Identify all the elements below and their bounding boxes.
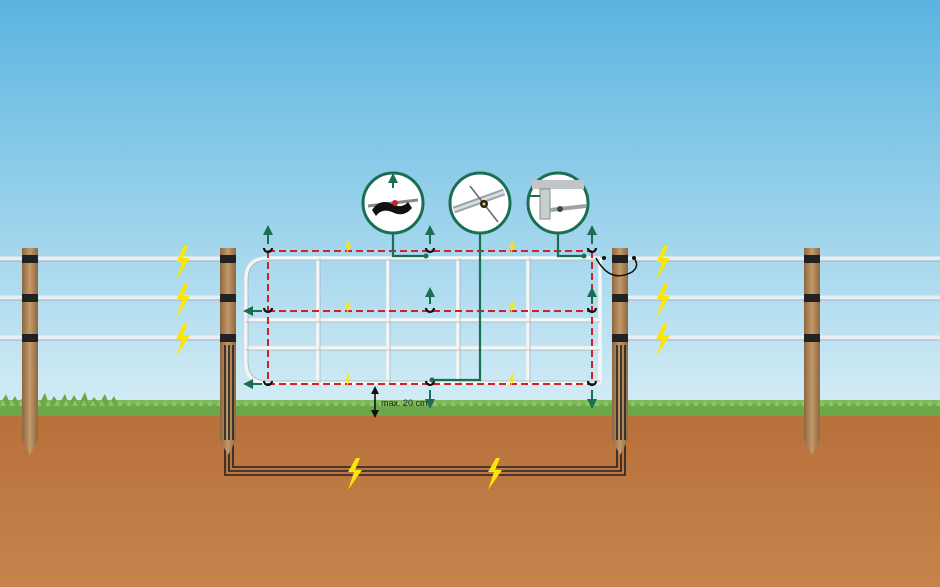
leader-dot-c	[581, 253, 587, 259]
fence-wires-right	[618, 256, 940, 341]
clearance-indicator: max. 20 cm	[371, 386, 428, 418]
detail-callout-1	[361, 171, 425, 235]
clearance-label: max. 20 cm	[381, 398, 428, 408]
hinge-cable-dot-b	[632, 256, 636, 260]
gate-handle-insulator-icon	[367, 173, 419, 216]
callout-leaders	[391, 232, 584, 382]
metal-gate-shade	[246, 258, 600, 383]
fence-post-far-right	[804, 248, 820, 455]
bolt-left-top	[176, 246, 190, 280]
fence-wires-right-shade	[618, 260, 940, 341]
bolt-left-bottom	[176, 323, 190, 357]
fence-bolts	[176, 246, 670, 357]
bolt-underground-right	[488, 458, 502, 490]
bolt-right-top	[656, 246, 670, 280]
metal-gate	[244, 256, 602, 385]
bolt-left-mid	[176, 284, 190, 318]
gate-hinge-connector-icon	[530, 180, 587, 220]
fence-post-far-left	[22, 248, 38, 455]
leader-dot-a	[423, 253, 429, 259]
detail-callout-3	[526, 171, 590, 235]
insulator-hooks	[262, 247, 598, 387]
cable-on-posts	[224, 345, 626, 440]
live-tape	[267, 250, 593, 385]
hinge-cable-dot-a	[602, 256, 606, 260]
detail-callout-2	[448, 171, 512, 235]
hinge-cable	[595, 257, 638, 277]
wire-connector-icon	[452, 185, 506, 223]
bolt-right-bottom	[656, 323, 670, 357]
gate-post-right	[612, 248, 628, 455]
gate-tape-bolts	[345, 241, 515, 389]
soil	[0, 412, 940, 587]
bolt-right-mid	[656, 284, 670, 318]
tension-arrows	[243, 225, 597, 409]
bolt-underground-left	[348, 458, 362, 490]
gate-post-left	[220, 248, 236, 455]
leader-dot-b	[429, 377, 435, 383]
